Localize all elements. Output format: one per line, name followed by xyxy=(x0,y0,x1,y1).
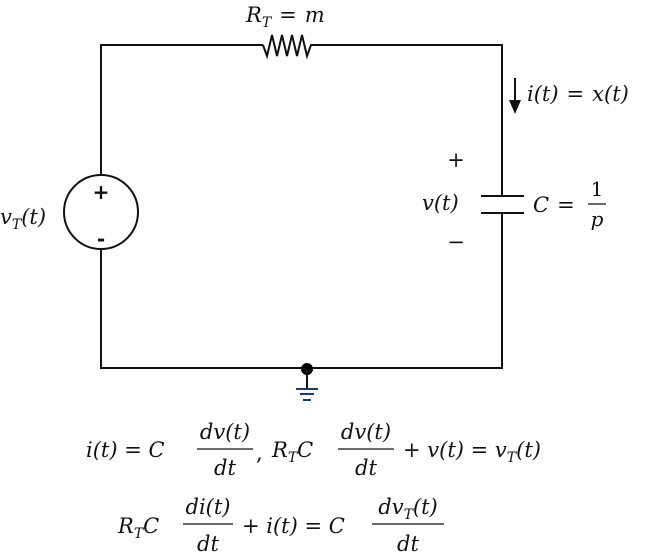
eq2-frac2-num: dvT(t) xyxy=(378,495,437,523)
eq2-rc: RTC xyxy=(117,514,159,542)
capacitor-fraction-denominator: p xyxy=(591,207,604,231)
source-plus-sign: + xyxy=(93,180,110,204)
eq2-mid: + i(t) = C xyxy=(242,514,345,538)
eq1-frac1-den: dt xyxy=(214,456,236,480)
voltage-source: + - vT(t) xyxy=(0,174,139,251)
eq1-rhs: + v(t) = vT(t) xyxy=(403,438,541,466)
current-arrow-icon xyxy=(509,100,521,114)
eq1-lhs: i(t) = C xyxy=(86,438,165,462)
eq2-frac2-den: dt xyxy=(397,532,419,556)
equation-2: RTC di(t) dt + i(t) = C dvT(t) dt xyxy=(117,495,444,556)
resistor-zigzag xyxy=(262,34,315,60)
current-label: i(t)=x(t) xyxy=(527,82,629,106)
resistor-label: RT=m xyxy=(245,3,325,31)
capacitor-voltage-label: v(t) xyxy=(422,191,459,215)
capacitor-plus-sign: + xyxy=(447,148,465,172)
wire-top-left xyxy=(100,44,263,175)
wire-top-right xyxy=(315,44,503,196)
eq1-rc: RTC xyxy=(271,438,313,466)
wire-right-bottom xyxy=(100,213,503,369)
eq2-frac1-num: di(t) xyxy=(186,495,231,519)
eq1-frac1-num: dv(t) xyxy=(200,420,250,444)
current-indicator: i(t)=x(t) xyxy=(509,78,629,114)
capacitor: + v(t) − C= 1 p xyxy=(422,148,606,254)
ground-icon xyxy=(296,363,318,401)
equation-1: i(t) = C dv(t) dt , RTC dv(t) dt + v(t) … xyxy=(86,420,541,480)
resistor: RT=m xyxy=(245,3,325,60)
eq1-separator: , xyxy=(256,441,263,465)
eq1-frac2-den: dt xyxy=(355,456,377,480)
source-minus-sign: - xyxy=(97,227,105,251)
eq2-frac1-den: dt xyxy=(197,532,219,556)
voltage-source-circle xyxy=(63,174,139,250)
capacitor-fraction-numerator: 1 xyxy=(591,177,604,201)
source-label: vT(t) xyxy=(0,205,46,233)
capacitor-minus-sign: − xyxy=(447,230,465,254)
capacitor-value-label: C= xyxy=(533,193,575,217)
eq1-frac2-num: dv(t) xyxy=(341,420,391,444)
